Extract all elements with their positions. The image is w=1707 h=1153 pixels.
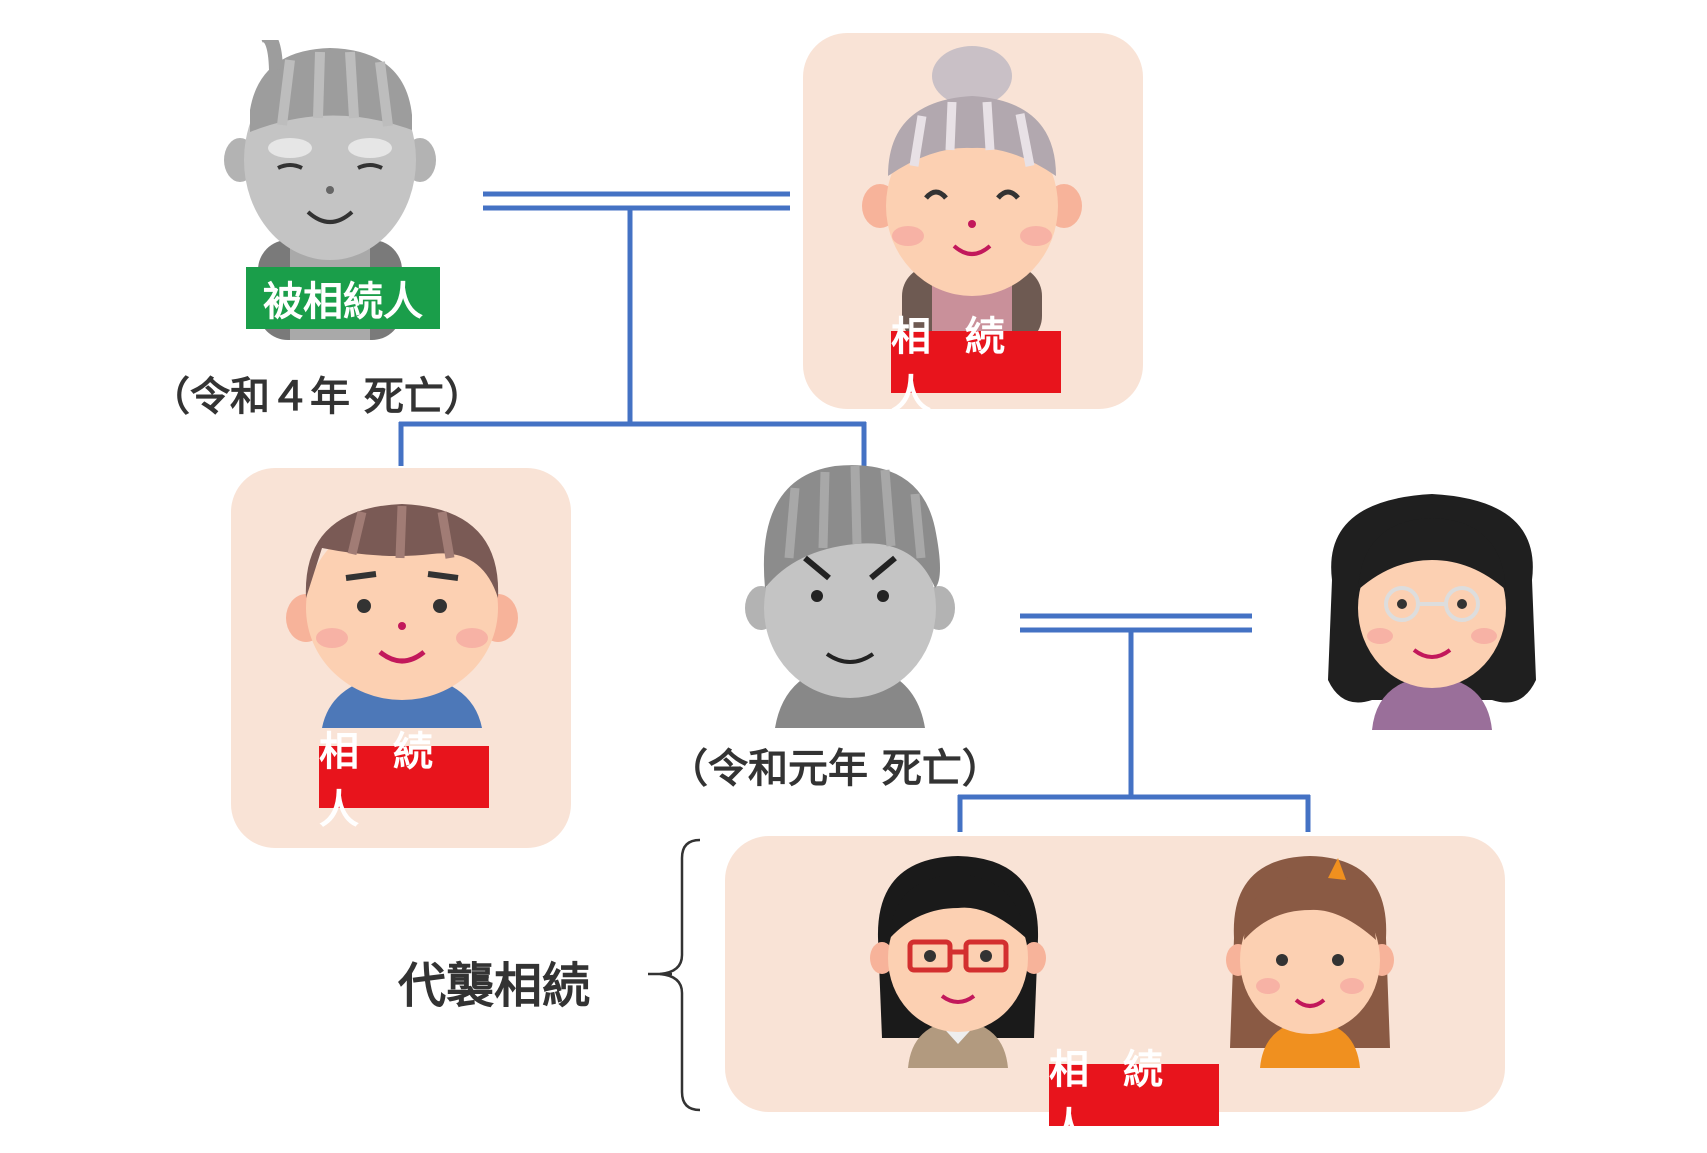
elderly-woman-icon [862, 46, 1082, 336]
representation-label: 代襲相続 [398, 958, 591, 1014]
middle-aged-man-gray-icon [745, 465, 955, 728]
middle-aged-man-icon [286, 504, 518, 728]
death-note-decedent: （令和４年 死亡） [150, 374, 484, 420]
heir-tag-grandmother: 相 続 人 [891, 314, 1061, 418]
young-woman-icon [1226, 856, 1394, 1068]
death-note-second-son: （令和元年 死亡） [668, 746, 1002, 792]
decedent-tag: 被相続人 [246, 267, 440, 329]
young-woman-glasses-icon [870, 856, 1046, 1068]
heir-tag-eldest-son: 相 続 人 [319, 729, 489, 833]
heir-tag-grandchildren: 相 続 人 [1049, 1047, 1219, 1151]
middle-aged-woman-icon [1328, 494, 1536, 730]
